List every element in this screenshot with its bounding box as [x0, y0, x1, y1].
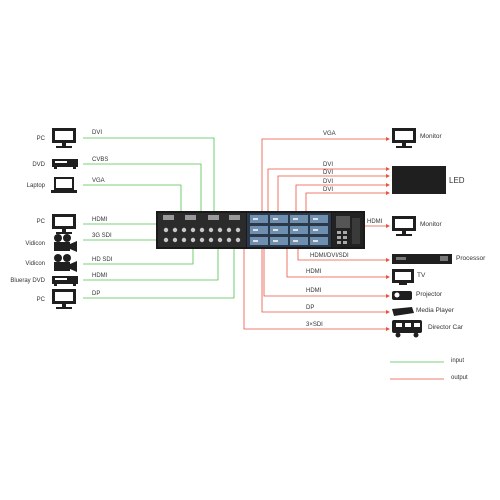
- line-dvi-led-1: [267, 168, 386, 213]
- input-device-label: Blueray DVD: [10, 278, 45, 284]
- output-signal-label: HDMI: [367, 219, 383, 225]
- line-projector: [263, 248, 386, 297]
- laptop-icon: [51, 177, 77, 193]
- line-laptop-vga: [83, 184, 182, 213]
- input-device-label: Vidicon: [25, 261, 45, 267]
- output-device-label: TV: [417, 272, 426, 279]
- input-device-label: Vidicon: [25, 241, 45, 247]
- output-signal-label: DVI: [323, 179, 334, 185]
- projector-icon: [392, 291, 412, 300]
- line-media-player: [261, 248, 386, 313]
- output-signal-label: HDMI/DVI/SDI: [310, 253, 349, 259]
- input-device-label: PC: [36, 219, 45, 225]
- media-player-icon: [392, 307, 414, 316]
- line-vga-monitor: [261, 138, 386, 213]
- line-dvi-led-4: [305, 192, 386, 213]
- output-signal-label: HDMI: [306, 269, 322, 275]
- input-device-label: PC: [36, 297, 45, 303]
- output-signal-label: DP: [306, 305, 315, 311]
- input-signal-label: HD SDI: [92, 257, 113, 263]
- processor-icon: [392, 254, 452, 264]
- output-device-label: Monitor: [420, 221, 442, 228]
- dvd-player-icon: [52, 159, 78, 169]
- pc-icon: [52, 289, 76, 309]
- input-signal-label: VGA: [92, 178, 105, 184]
- output-lines: [243, 138, 444, 380]
- input-signal-label: HDMI: [92, 273, 108, 279]
- output-device-label: Media Player: [416, 307, 454, 314]
- pc-icon: [52, 214, 76, 234]
- input-lines: [83, 137, 444, 363]
- line-pc-dp: [83, 248, 235, 299]
- tv-icon: [392, 269, 414, 285]
- output-signal-label: DVI: [323, 162, 334, 168]
- input-signal-label: 3G SDI: [92, 233, 112, 239]
- video-camera-icon: [54, 254, 77, 272]
- output-device-label: LED: [449, 176, 465, 185]
- line-dvd-cvbs: [83, 163, 202, 213]
- pc-icon: [52, 128, 76, 148]
- output-device-label: Monitor: [420, 133, 442, 140]
- line-dvi-led-2: [277, 175, 386, 213]
- arrowheads: [386, 137, 390, 331]
- input-device-icons: [51, 128, 78, 309]
- line-dvi-led-3: [295, 184, 386, 213]
- input-device-label: Laptop: [26, 183, 45, 189]
- monitor-icon: [392, 128, 416, 148]
- led-screen-icon: [392, 166, 446, 194]
- output-device-label: Projector: [416, 291, 443, 298]
- line-bluray-hdmi: [83, 248, 219, 281]
- output-signal-label: 3×SDI: [306, 322, 323, 328]
- video-camera-icon: [54, 234, 77, 252]
- input-signal-label: CVBS: [92, 157, 109, 163]
- output-signal-label: DVI: [323, 170, 334, 176]
- output-signal-label: HDMI: [306, 288, 322, 294]
- output-device-label: Processor: [456, 255, 486, 262]
- input-signal-label: DVI: [92, 130, 103, 136]
- line-tv: [286, 248, 386, 278]
- line-pc-dvi: [83, 137, 215, 213]
- output-signal-label: DVI: [323, 187, 334, 193]
- director-car-icon: [392, 320, 422, 338]
- monitor-icon: [392, 216, 416, 236]
- line-processor: [297, 248, 386, 261]
- bluray-player-icon: [52, 276, 78, 286]
- legend-output-label: output: [451, 375, 468, 381]
- matrix-switcher: [156, 211, 365, 249]
- input-signal-label: HDMI: [92, 217, 108, 223]
- output-signal-label: VGA: [323, 131, 336, 137]
- output-device-icons: [392, 128, 452, 338]
- output-device-label: Director Car: [428, 324, 464, 331]
- line-director-car: [243, 248, 386, 330]
- line-vidicon-hdsdi: [83, 248, 194, 265]
- input-device-label: DVD: [32, 162, 45, 168]
- input-signal-label: DP: [92, 291, 101, 297]
- input-device-label: PC: [36, 136, 45, 142]
- legend-input-label: input: [451, 358, 465, 364]
